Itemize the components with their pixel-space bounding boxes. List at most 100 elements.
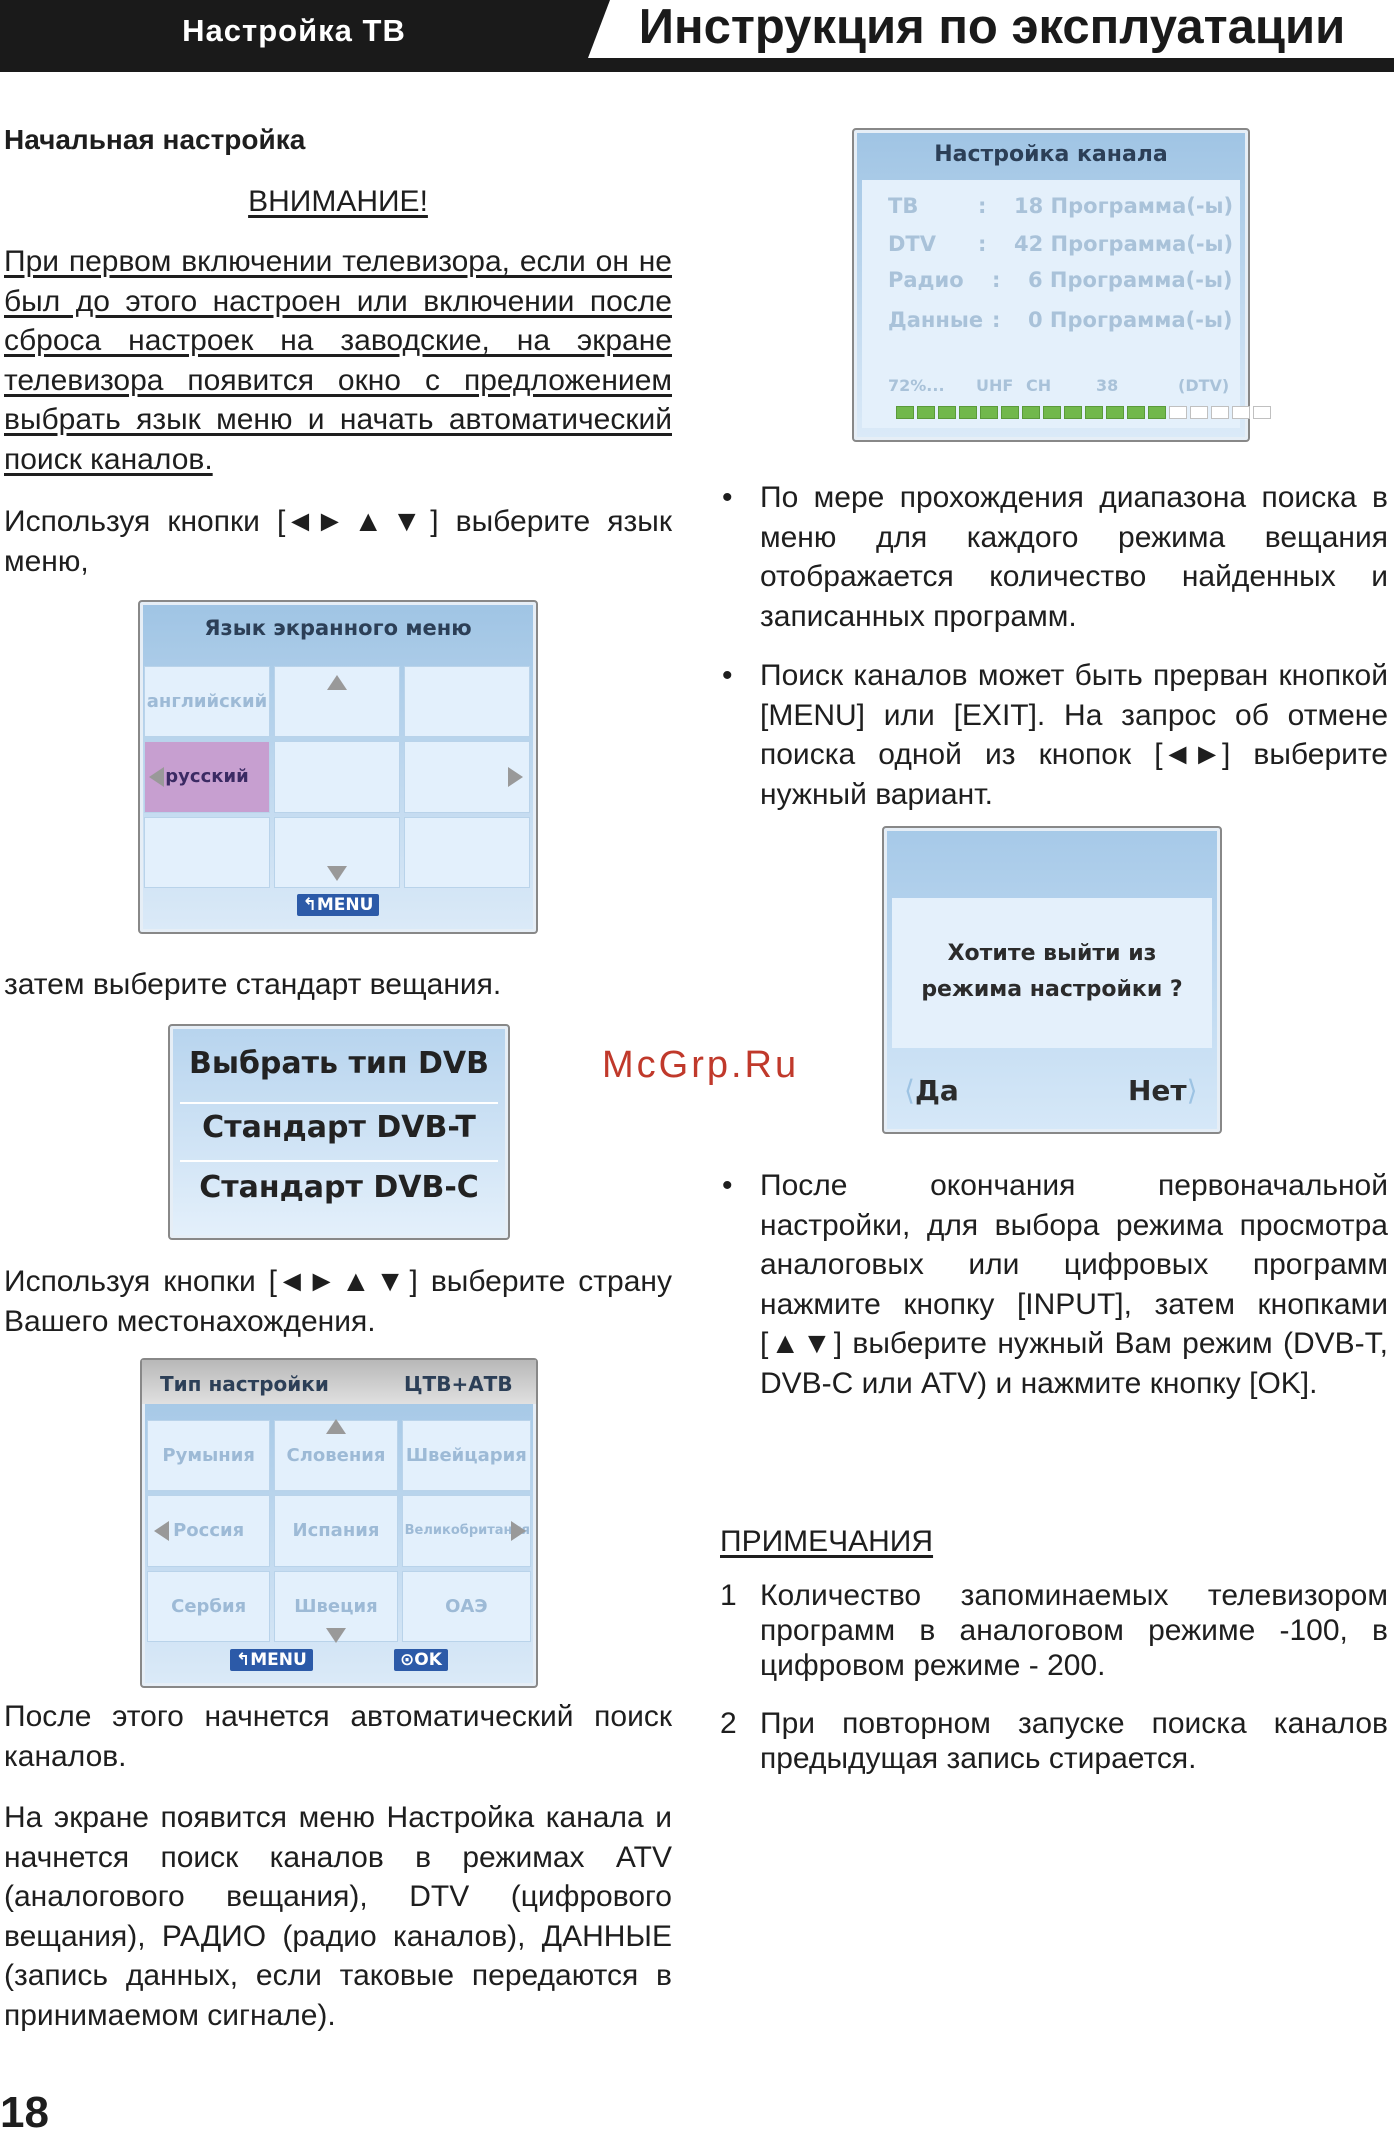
dvb-option-c[interactable]: Стандарт DVB-C: [199, 1170, 479, 1205]
exit-question: Хотите выйти из режима настройки ?: [921, 941, 1183, 1002]
progress-segment: [1253, 406, 1271, 419]
arrow-down-icon: [327, 866, 347, 881]
progress-segment: [1211, 406, 1229, 419]
country-option[interactable]: Сербия: [147, 1570, 271, 1642]
progress-segment: [980, 406, 998, 419]
language-option-russian[interactable]: русский: [144, 741, 270, 813]
paragraph-auto-search: После этого начнется автоматический поис…: [4, 1700, 672, 1773]
country-select-screen: Тип настройки ЦТВ+АТВ Румыния Словения Ш…: [140, 1358, 538, 1688]
language-menu-screen: Язык экранного меню английский русский ↰…: [138, 600, 538, 934]
channel-setup-screen: Настройка канала ТВ:18 Программа(-ы) DTV…: [852, 128, 1271, 442]
progress-segment: [1169, 406, 1187, 419]
progress-segment: [1106, 406, 1124, 419]
language-option-english[interactable]: английский: [144, 666, 270, 738]
progress-segment: [917, 406, 935, 419]
menu-button[interactable]: ↰MENU: [230, 1649, 313, 1671]
note-1: Количество запоминаемых телевизором прог…: [760, 1579, 1388, 1682]
progress-segment: [959, 406, 977, 419]
country-option[interactable]: Румыния: [147, 1420, 271, 1492]
paragraph-country: Используя кнопки [◄►▲▼] выберите страну …: [4, 1265, 672, 1338]
country-option[interactable]: Швейцария: [401, 1420, 531, 1492]
language-grid-cell: [404, 816, 530, 888]
warning-heading: ВНИМАНИЕ!: [248, 185, 428, 218]
scan-progress-bar: [896, 406, 1271, 419]
divider: [180, 1160, 498, 1162]
return-icon: ↰: [236, 1650, 251, 1670]
dvb-option-t[interactable]: Стандарт DVB-T: [202, 1110, 476, 1145]
note-number: 1: [720, 1579, 737, 1612]
arrow-up-icon: [325, 1419, 346, 1434]
paragraph-language: Используя кнопки [◄►▲▼] выберите язык ме…: [4, 505, 672, 578]
menu-button[interactable]: ↰MENU: [296, 894, 380, 916]
arrow-right-icon: [511, 1520, 526, 1541]
note-number: 2: [720, 1707, 737, 1740]
language-menu-title: Язык экранного меню: [204, 616, 472, 640]
header-section: Настройка ТВ: [182, 13, 406, 48]
language-grid-cell: [404, 741, 530, 813]
exit-dialog-body: [892, 898, 1212, 1048]
language-grid-cell: [274, 666, 400, 738]
channel-row: ТВ:18 Программа(-ы): [888, 194, 1234, 218]
country-option[interactable]: Испания: [274, 1495, 398, 1567]
progress-segment: [1085, 406, 1103, 419]
arrow-down-icon: [325, 1628, 346, 1643]
channel-row: Данные:0 Программа(-ы): [888, 308, 1233, 332]
divider: [180, 1102, 498, 1104]
paragraph-dvb: затем выберите стандарт вещания.: [4, 968, 502, 1001]
channel-setup-title: Настройка канала: [934, 142, 1168, 167]
arrow-left-icon: [154, 1520, 169, 1541]
progress-segment: [1148, 406, 1166, 419]
exit-dialog-screen: Хотите выйти из режима настройки ? ⟨Да Н…: [882, 826, 1222, 1134]
bullet-scan-progress: По мере прохождения диапазона поиска в м…: [760, 481, 1388, 633]
country-grid: Румыния Словения Швейцария Россия Испани…: [147, 1419, 531, 1643]
channel-row: Радио:6 Программа(-ы): [888, 268, 1233, 292]
header-title-panel: [588, 0, 1394, 58]
header-title: Инструкция по эксплуатации: [638, 0, 1346, 54]
progress-segment: [1022, 406, 1040, 419]
country-option[interactable]: Словения: [274, 1419, 398, 1492]
progress-segment: [938, 406, 956, 419]
tune-type-value[interactable]: ЦТВ+АТВ: [404, 1372, 513, 1396]
paragraph-channel-menu: На экране появится меню Настройка канала…: [4, 1801, 672, 2032]
ok-icon: ⊙: [400, 1650, 415, 1670]
language-grid-cell: [274, 741, 400, 813]
watermark: McGrp.Ru: [602, 1044, 800, 1086]
return-icon: ↰: [302, 895, 317, 915]
bullet-scan-cancel: Поиск каналов может быть прерван кнопкой…: [760, 659, 1388, 811]
bullet-icon: •: [722, 1169, 733, 1202]
dvb-select-title: Выбрать тип DVB: [188, 1046, 490, 1081]
exit-no-option[interactable]: Нет⟩: [1128, 1074, 1198, 1107]
section-title: Начальная настройка: [4, 124, 306, 155]
arrow-left-icon: [149, 766, 164, 787]
country-header-bar: [142, 1360, 536, 1404]
arrow-up-icon: [327, 675, 347, 690]
bullet-icon: •: [722, 481, 733, 514]
warning-text: При первом включении телевизора, если он…: [4, 245, 672, 476]
exit-yes-option[interactable]: ⟨Да: [904, 1074, 959, 1107]
bracket-left-icon: ⟨: [904, 1074, 915, 1107]
progress-segment: [1064, 406, 1082, 419]
ok-button[interactable]: ⊙OK: [394, 1649, 448, 1671]
country-option[interactable]: Великобритания: [401, 1495, 531, 1567]
channel-row: DTV:42 Программа(-ы): [888, 232, 1234, 256]
progress-segment: [1232, 406, 1250, 419]
country-option[interactable]: Швеция: [274, 1570, 398, 1643]
bullet-input-mode: После окончания первоначальной настройки…: [760, 1169, 1388, 1400]
language-grid-cell: [144, 816, 270, 888]
note-2: При повторном запуске поиска каналов пре…: [760, 1707, 1388, 1775]
progress-segment: [1043, 406, 1061, 419]
progress-segment: [1190, 406, 1208, 419]
dvb-select-screen: Выбрать тип DVB Стандарт DVB-T Стандарт …: [168, 1024, 510, 1240]
country-option[interactable]: Россия: [147, 1495, 271, 1567]
bullet-icon: •: [722, 659, 733, 692]
progress-segment: [1127, 406, 1145, 419]
notes-heading: ПРИМЕЧАНИЯ: [720, 1525, 934, 1558]
tune-type-label: Тип настройки: [160, 1372, 329, 1396]
progress-segment: [896, 406, 914, 419]
language-grid-cell: [404, 666, 530, 738]
arrow-right-icon: [508, 766, 523, 787]
page-number: 18: [0, 2088, 49, 2137]
progress-segment: [1001, 406, 1019, 419]
country-option[interactable]: ОАЭ: [401, 1570, 531, 1642]
bracket-right-icon: ⟩: [1186, 1074, 1198, 1107]
